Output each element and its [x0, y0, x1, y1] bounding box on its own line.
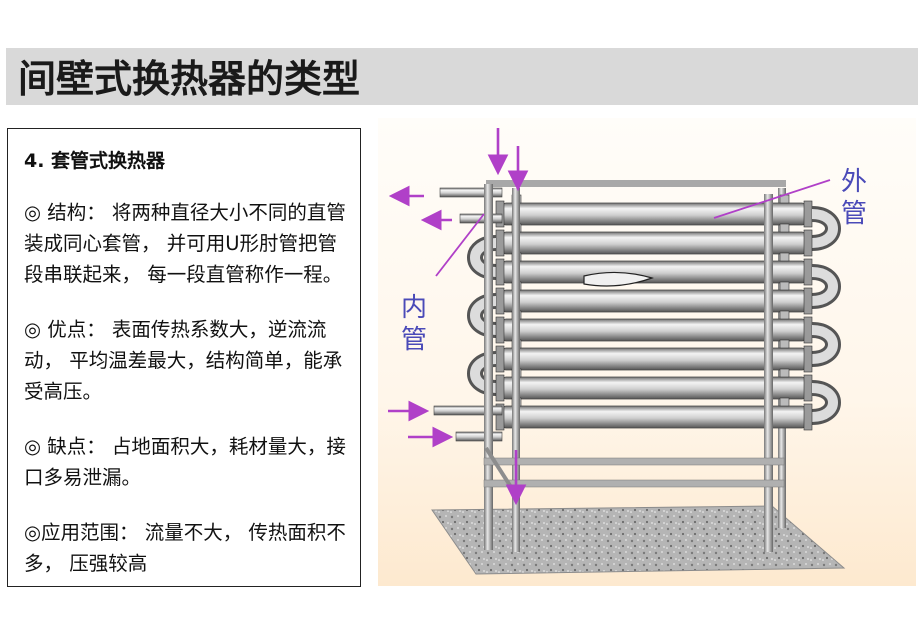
- pipe-nozzle: [779, 252, 790, 262]
- disadvantages-paragraph: ◎ 缺点： 占地面积大，耗材量大，接口多易泄漏。: [24, 435, 346, 489]
- inlet-pipe-lowest: [455, 431, 503, 442]
- pipe-nozzle: [779, 339, 790, 349]
- pipe-flange: [495, 374, 505, 402]
- pipe-flange: [803, 345, 813, 373]
- pipe-flange: [803, 287, 813, 315]
- pipe-flange: [803, 229, 813, 257]
- section-heading: 4. 套管式换热器: [24, 150, 166, 172]
- cutaway-window: [583, 271, 654, 287]
- inlet-pipe-low: [433, 405, 503, 416]
- pipe-nozzle: [779, 397, 790, 407]
- outer-pipe: [501, 231, 807, 255]
- pipe-flange: [803, 374, 813, 402]
- title-bar: 间壁式换热器的类型: [6, 48, 918, 105]
- pipe-flange: [495, 403, 505, 431]
- outer-pipe: [501, 347, 807, 371]
- pipe-flange: [803, 258, 813, 286]
- pipe-flange: [803, 403, 813, 431]
- frame-leg: [512, 188, 520, 552]
- text-box: [7, 128, 361, 587]
- outlet-pipe-top: [439, 187, 503, 198]
- pipe-flange: [495, 229, 505, 257]
- u-bend-return: [811, 383, 838, 422]
- u-bend-return: [811, 209, 838, 248]
- pipe-flange: [495, 287, 505, 315]
- frame-crossbar: [483, 457, 785, 466]
- inner-label-pointer: [435, 213, 485, 277]
- frame-leg: [484, 184, 493, 550]
- pipe-nozzle: [779, 368, 790, 378]
- pipe-flange: [803, 316, 813, 344]
- pipe-flange: [495, 258, 505, 286]
- frame-crossbar: [483, 479, 785, 488]
- outer-pipe: [501, 289, 807, 313]
- text-content: 4. 套管式换热器 ◎ 结构： 将两种直径大小不同的直管装成同心套管， 并可用U…: [24, 146, 354, 603]
- heat-exchanger-illustration: [388, 128, 846, 575]
- advantages-paragraph: ◎ 优点： 表面传热系数大，逆流流动， 平均温差最大，结构简单，能承受高压。: [24, 318, 343, 403]
- outer-pipe: [501, 202, 807, 226]
- ground-slab: [431, 505, 846, 575]
- frame-leg: [764, 194, 773, 552]
- outer-label-pointer: [713, 179, 831, 219]
- pipe-flange: [803, 200, 813, 228]
- pipe-nozzle: [779, 223, 790, 233]
- outer-pipe: [501, 376, 807, 400]
- pipe-flange: [495, 316, 505, 344]
- pipe-nozzle: [779, 310, 790, 320]
- structure-paragraph: ◎ 结构： 将两种直径大小不同的直管装成同心套管， 并可用U形肘管把管段串联起来…: [24, 201, 346, 286]
- outer-pipe: [501, 318, 807, 342]
- outer-pipe: [501, 260, 807, 284]
- heat-exchanger-figure: 外管 内管: [378, 118, 916, 586]
- pipe-flange: [495, 345, 505, 373]
- application-paragraph: ◎应用范围： 流量不大， 传热面积不多， 压强较高: [24, 521, 346, 575]
- outer-pipe-label: 外管: [840, 167, 867, 229]
- u-bend-return: [811, 267, 838, 306]
- frame-top-rail: [486, 180, 786, 187]
- u-bend-return: [811, 325, 838, 364]
- inner-pipe-label: 内管: [400, 293, 427, 355]
- pipe-nozzle: [779, 281, 790, 291]
- outer-pipe: [501, 405, 807, 429]
- page-title: 间壁式换热器的类型: [18, 57, 361, 101]
